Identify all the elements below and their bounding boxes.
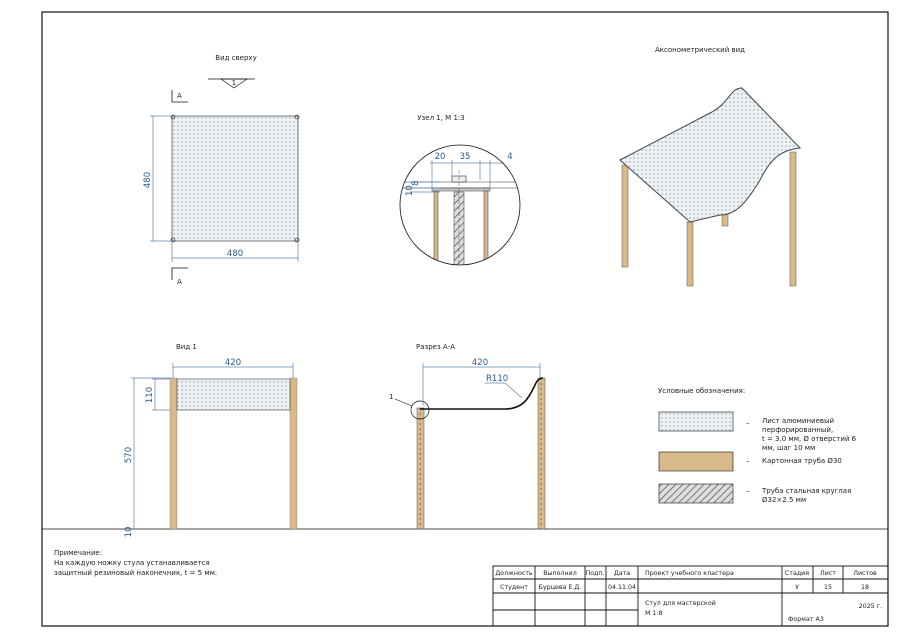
node-dim-8: 8 (411, 181, 421, 186)
tb-sheet: 15 (824, 584, 832, 591)
legend-item-mesh-line: мм, шаг 10 мм (762, 444, 815, 452)
node-detail: Узел 1, М 1:3 20 35 4 10 8 (399, 114, 521, 266)
node-ref-label: 1 (389, 393, 393, 401)
section-mark-bottom: А (177, 278, 182, 286)
node-marker (219, 78, 249, 89)
tb-scale: М 1:8 (645, 610, 663, 617)
radius-dimension: R110 (486, 374, 508, 384)
width-dimension: 480 (227, 249, 243, 259)
tb-sheets: 18 (861, 584, 869, 591)
legend-item-mesh-line: перфорированный, (762, 426, 833, 434)
tb-project: Проект учебного кластера (645, 569, 734, 577)
section-a-a: Разрез А-А 1 420 R110 (389, 343, 546, 530)
tb-drawing-title: Стул для мастерской (645, 599, 716, 607)
legend-item-mesh-line: t = 3.0 мм, Ø отверстий 6 (762, 435, 857, 443)
section-arrow-bottom (171, 267, 188, 280)
seat-mesh-front (176, 378, 291, 411)
tb-date: 04.11.04 (608, 584, 636, 591)
view1-width-dimension: 420 (225, 358, 241, 368)
seat-height-dimension: 110 (145, 387, 155, 403)
legend-item-steel-line: Ø32×2.5 мм (762, 496, 806, 504)
legend-item-steel-line: Труба стальная круглая (761, 487, 851, 495)
node-dim-35: 35 (460, 152, 471, 162)
tb-header-signature: Подп. (585, 570, 604, 577)
tb-stage: У (795, 584, 799, 591)
legend-swatch-mesh (658, 411, 734, 432)
title-block-text: Должность Выполнил Подп. Дата Студент Бу… (495, 569, 882, 623)
tb-header-sheet: Лист (820, 570, 836, 577)
legend-swatch-steel (658, 483, 734, 504)
tb-position: Студент (500, 584, 528, 591)
node-dim-20: 20 (435, 152, 446, 162)
legend-title: Условные обозначения: (658, 387, 745, 395)
tb-format: Формат А3 (788, 616, 824, 623)
section-width-dimension: 420 (472, 358, 488, 368)
note: Примечание: На каждую ножку стула устана… (54, 549, 217, 577)
tb-year: 2025 г. (859, 603, 882, 610)
node-marker-label: 1 (232, 79, 236, 87)
note-line: На каждую ножку стула устанавливается (54, 559, 210, 567)
section-arrow-top (171, 90, 188, 103)
legend: Условные обозначения: – Лист алюминиевый… (658, 387, 857, 504)
tb-header-position: Должность (495, 570, 533, 577)
legend-dash: – (746, 457, 750, 465)
legend-item-cardboard: Картонная труба Ø30 (762, 457, 842, 465)
section-title: Разрез А-А (416, 343, 455, 351)
node-1-callout (410, 400, 430, 420)
seat-mesh-axonometric (619, 87, 802, 223)
sheet-frame (41, 11, 889, 627)
top-view-title: Вид сверху (215, 54, 256, 62)
tb-author: Бурцева Е.Д. (539, 584, 582, 591)
foot-dimension: 10 (124, 527, 134, 538)
legend-dash: – (746, 419, 750, 427)
title-block (492, 565, 889, 627)
note-line: защитный резиновый наконечник, t = 5 мм. (54, 569, 217, 577)
view-1: Вид 1 420 110 570 10 (124, 343, 298, 538)
node-detail-title: Узел 1, М 1:3 (417, 114, 464, 122)
seat-profile (420, 377, 544, 410)
node-dim-4: 4 (507, 152, 512, 162)
tb-header-stage: Стадия (785, 570, 809, 577)
section-mark-top: А (177, 92, 182, 100)
tb-header-date: Дата (614, 570, 630, 577)
legend-swatch-cardboard (658, 451, 734, 472)
tb-header-sheets: Листов (853, 570, 877, 577)
note-title: Примечание: (54, 549, 102, 557)
view1-title: Вид 1 (176, 343, 197, 351)
depth-dimension: 480 (143, 172, 153, 188)
node-dim-10: 10 (405, 185, 415, 196)
top-view: Вид сверху 1 А А 480 480 (143, 54, 300, 286)
axonometric-title: Аксонометрический вид (655, 46, 745, 54)
seat-mesh-top (171, 115, 299, 242)
legend-item-mesh-line: Лист алюминиевый (762, 417, 834, 425)
height-dimension: 570 (124, 447, 134, 463)
axonometric-view: Аксонометрический вид (619, 46, 802, 287)
legend-dash: – (746, 487, 750, 495)
tb-header-author: Выполнил (543, 570, 577, 577)
